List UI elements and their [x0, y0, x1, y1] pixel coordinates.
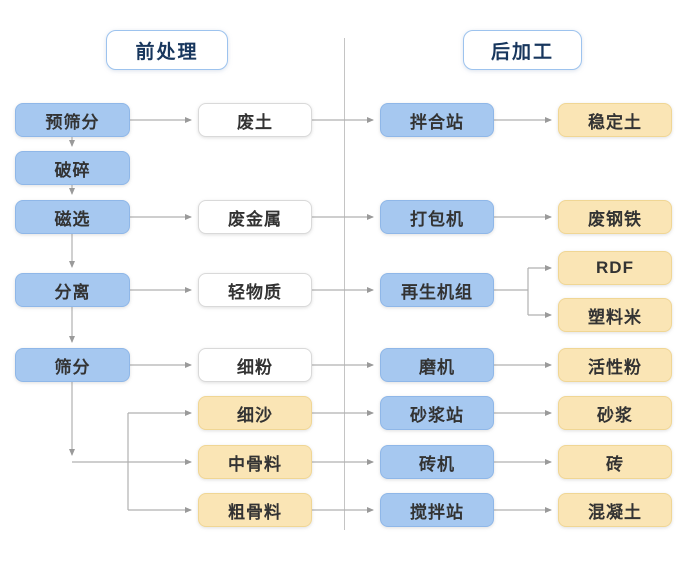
node-concrete: 混凝土: [558, 493, 672, 527]
node-mixing-station: 拌合站: [380, 103, 494, 137]
node-separation: 分离: [15, 273, 130, 307]
node-waste-metal: 废金属: [198, 200, 312, 234]
node-concrete-mixing-station: 搅拌站: [380, 493, 494, 527]
node-stabilized-soil: 稳定土: [558, 103, 672, 137]
node-brick-machine: 砖机: [380, 445, 494, 479]
node-pre-screening: 预筛分: [15, 103, 130, 137]
node-regeneration-unit: 再生机组: [380, 273, 494, 307]
node-coarse-aggregate: 粗骨料: [198, 493, 312, 527]
node-mortar-station: 砂浆站: [380, 396, 494, 430]
node-crushing: 破碎: [15, 151, 130, 185]
node-scrap-steel: 废钢铁: [558, 200, 672, 234]
node-screening: 筛分: [15, 348, 130, 382]
node-medium-aggregate: 中骨料: [198, 445, 312, 479]
section-header-postprocessing: 后加工: [463, 30, 582, 70]
node-rdf: RDF: [558, 251, 672, 285]
node-fine-powder: 细粉: [198, 348, 312, 382]
node-active-powder: 活性粉: [558, 348, 672, 382]
node-mortar: 砂浆: [558, 396, 672, 430]
node-mill: 磨机: [380, 348, 494, 382]
node-light-material: 轻物质: [198, 273, 312, 307]
section-header-pretreatment: 前处理: [106, 30, 228, 70]
node-brick: 砖: [558, 445, 672, 479]
node-fine-sand: 细沙: [198, 396, 312, 430]
node-plastic-pellets: 塑料米: [558, 298, 672, 332]
node-magnetic-separation: 磁选: [15, 200, 130, 234]
node-baler: 打包机: [380, 200, 494, 234]
node-waste-soil: 废土: [198, 103, 312, 137]
